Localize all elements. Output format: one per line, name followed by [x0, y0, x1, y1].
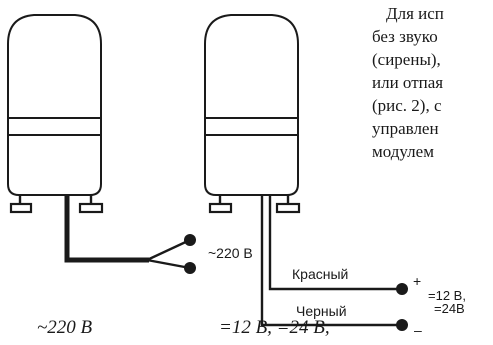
red-wire-label: Красный — [292, 266, 348, 282]
beacon-right-foot-left — [208, 202, 233, 214]
dc-voltage-label-1: =12 В, — [428, 288, 466, 303]
body-paragraph: Для исп без звуко (сирены), или отпая (р… — [372, 2, 493, 163]
beacon-left-ring — [7, 117, 102, 136]
ac-voltage-label: ~220 В — [208, 245, 253, 261]
plus-sign: + — [413, 273, 421, 289]
dc-wires — [260, 195, 402, 327]
black-wire — [260, 195, 402, 327]
black-wire-label: Черный — [296, 303, 347, 319]
beacon-left-foot-right — [78, 202, 104, 214]
red-wire — [268, 195, 402, 291]
caption-right: =12 В, =24 В, — [219, 317, 330, 338]
paragraph-line: модулем — [372, 142, 434, 161]
beacon-right-dome — [204, 14, 299, 119]
beacon-left — [7, 14, 104, 214]
paragraph-line: управлен — [372, 119, 439, 138]
paragraph-line: без звуко — [372, 27, 438, 46]
paragraph-line: или отпая — [372, 73, 444, 92]
beacon-right — [204, 14, 301, 214]
paragraph-line: (рис. 2), с — [372, 96, 442, 115]
beacon-left-base — [7, 134, 102, 196]
minus-sign: – — [414, 322, 422, 338]
caption-left: ~220 В — [37, 317, 93, 338]
ac-terminal-bottom — [184, 262, 196, 274]
beacon-right-foot-right — [275, 202, 301, 214]
beacon-right-base — [204, 134, 299, 196]
dc-voltage-label-2: =24В — [434, 301, 465, 316]
paragraph-line: (сирены), — [372, 50, 441, 69]
beacon-left-dome — [7, 14, 102, 119]
ac-terminal-top — [184, 234, 196, 246]
paragraph-line: Для исп — [386, 4, 444, 23]
beacon-left-foot-left — [9, 202, 33, 214]
ac-cable — [64, 195, 191, 270]
plus-terminal — [396, 283, 408, 295]
beacon-right-ring — [204, 117, 299, 136]
minus-terminal — [396, 319, 408, 331]
